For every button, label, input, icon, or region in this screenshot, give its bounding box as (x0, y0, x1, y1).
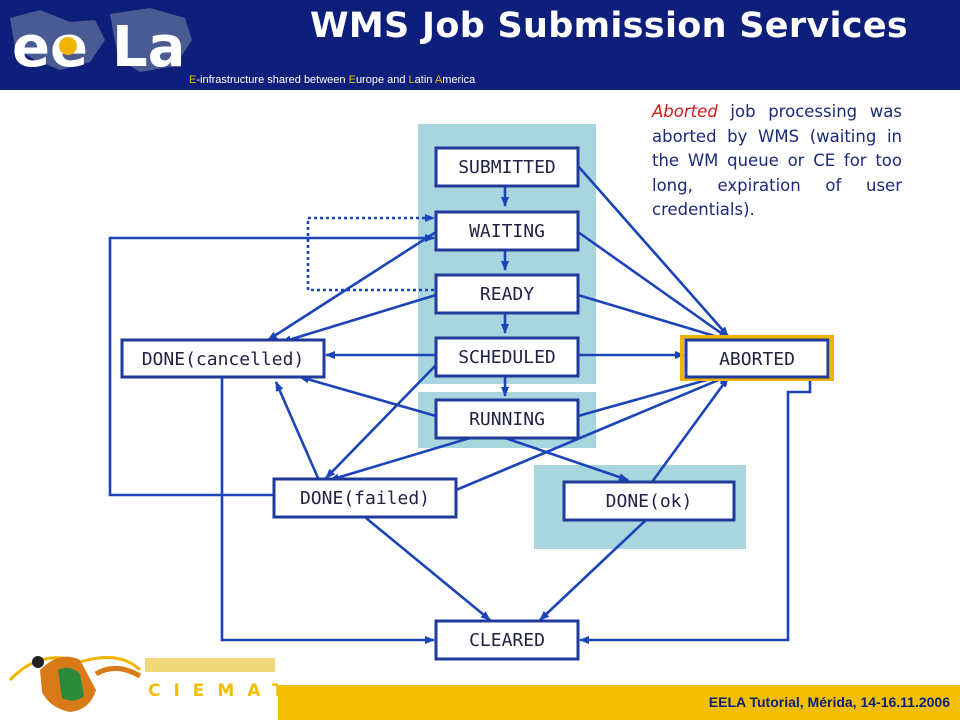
state-label-done-failed: DONE(failed) (300, 488, 430, 509)
arrow-failed-aborted (455, 374, 729, 492)
state-submitted: SUBMITTED (434, 146, 580, 188)
state-running: RUNNING (434, 398, 580, 440)
eela-logo: ee La (10, 8, 192, 80)
footer-bar: EELA Tutorial, Mérida, 14-16.11.2006 (278, 685, 960, 720)
arrow-ok-aborted (650, 377, 730, 483)
arrow-failed-waiting-loop (108, 234, 435, 497)
transition-arrows (108, 165, 812, 644)
aborted-description: Aborted job processing was aborted by WM… (652, 100, 902, 223)
aborted-description-text: job processing was aborted by WMS (waiti… (652, 102, 902, 219)
aborted-highlight-box (680, 335, 834, 381)
page-title: WMS Job Submission Services (310, 6, 909, 46)
state-label-done-cancelled: DONE(cancelled) (142, 349, 305, 370)
state-label-running: RUNNING (469, 409, 545, 430)
arrow-failed-cleared (365, 516, 491, 622)
state-label-submitted: SUBMITTED (458, 157, 556, 178)
state-label-cleared: CLEARED (469, 630, 545, 651)
state-done-ok: DONE(ok) (562, 480, 736, 522)
arrow-cancelled-cleared (220, 377, 435, 644)
state-label-scheduled: SCHEDULED (458, 347, 556, 368)
state-ready: READY (434, 273, 580, 315)
svg-text:La: La (112, 15, 185, 80)
subtitle-text: merica (442, 74, 476, 86)
arrow-ready-aborted (577, 293, 729, 342)
state-done-failed: DONE(failed) (272, 477, 458, 519)
state-label-aborted: ABORTED (719, 349, 795, 370)
arrow-running-failed (329, 436, 471, 482)
state-label-ready: READY (480, 284, 534, 305)
arrow-ok-cleared (539, 519, 647, 621)
arrow-running-cancelled (299, 375, 437, 418)
footer-text: EELA Tutorial, Mérida, 14-16.11.2006 (708, 694, 950, 710)
arrow-waiting-cancelled (267, 230, 437, 342)
arrow-waiting-aborted (577, 230, 729, 340)
subtitle-initial: E (348, 74, 356, 86)
subtitle-initial: E (189, 74, 197, 86)
job-state-diagram: SUBMITTED WAITING READY SCHEDULED RUNNIN… (108, 124, 834, 661)
arrow-running-ok (504, 436, 629, 482)
state-label-waiting: WAITING (469, 221, 545, 242)
header-bar: ee La WMS Job Submission Services E-infr… (0, 0, 960, 90)
state-aborted: ABORTED (684, 338, 830, 379)
state-done-cancelled: DONE(cancelled) (120, 338, 326, 379)
aborted-keyword: Aborted (652, 102, 718, 121)
subtitle-text: urope and (355, 74, 409, 86)
arrow-failed-cancelled (274, 381, 320, 479)
arrow-submitted-aborted (577, 165, 729, 337)
header-subtitle: E-infrastructure shared between Europe a… (189, 74, 475, 86)
subtitle-text: -infrastructure shared between (196, 74, 349, 86)
arrow-aborted-cleared (579, 377, 812, 644)
state-cleared: CLEARED (434, 619, 580, 661)
state-scheduled: SCHEDULED (434, 336, 580, 378)
arrow-ready-cancelled (281, 293, 437, 344)
subtitle-initial: L (408, 74, 415, 86)
ciemat-logo: CIEMAT (8, 656, 278, 712)
subtitle-initial: A (434, 74, 443, 86)
subtitle-text: atin (414, 74, 435, 86)
ciemat-logo-text: CIEMAT (148, 681, 278, 701)
state-waiting: WAITING (434, 210, 580, 252)
arrow-scheduled-failed (325, 364, 437, 479)
state-label-done-ok: DONE(ok) (606, 491, 693, 512)
arrow-ready-waiting-dotted (306, 214, 435, 292)
